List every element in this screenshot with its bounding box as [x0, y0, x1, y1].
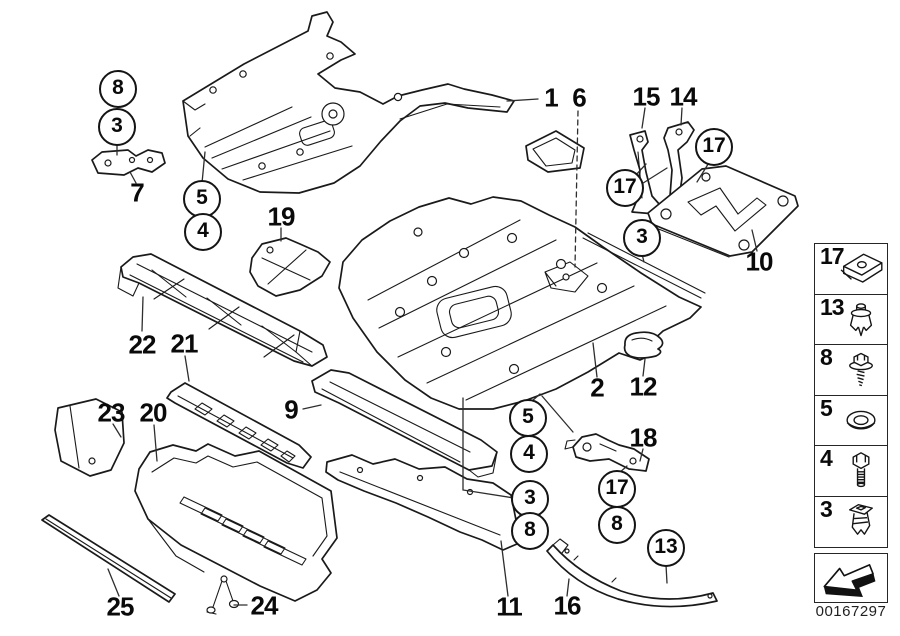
- part-22-drawing: [117, 253, 328, 367]
- legend-item-17: 17: [814, 243, 888, 295]
- legend-item-5: 5: [814, 394, 888, 447]
- legend-item-13: 13: [814, 293, 888, 346]
- fastener-legend: 17 13 8 5 4 3: [814, 243, 888, 548]
- hex-bolt-icon: [835, 447, 887, 495]
- legend-item-number: 5: [820, 394, 833, 421]
- legend-item-number: 8: [820, 344, 833, 370]
- legend-item-4: 4: [814, 445, 888, 497]
- part-19-drawing: [249, 237, 331, 297]
- legend-item-number: 3: [820, 495, 833, 522]
- part-1-drawing: [182, 11, 515, 194]
- part-15-drawing: [629, 130, 661, 215]
- part-25-drawing: [41, 514, 176, 603]
- legend-item-3: 3: [814, 495, 888, 548]
- direction-arrow-box: [814, 553, 888, 603]
- part-7-drawing: [91, 149, 166, 176]
- part-2-drawing: [338, 196, 706, 410]
- legend-item-number: 13: [820, 293, 845, 320]
- legend-item-number: 17: [820, 243, 845, 269]
- expanding-nut-icon: [835, 498, 887, 546]
- part-20-drawing: [134, 443, 338, 602]
- part-18-drawing: [564, 433, 650, 472]
- part-24-drawing: [206, 575, 240, 615]
- part-6-drawing: [525, 130, 585, 173]
- part-10-drawing: [647, 165, 799, 258]
- part-21-drawing: [166, 382, 312, 469]
- expanding-rivet-icon: [835, 296, 887, 344]
- part-11-drawing: [325, 454, 518, 551]
- screw-with-washer-icon: [835, 346, 887, 394]
- legend-item-8: 8: [814, 344, 888, 396]
- direction-arrow-icon: [815, 554, 886, 601]
- part-9-drawing: [311, 369, 498, 478]
- part-23-drawing: [54, 398, 125, 477]
- speed-nut-clip-icon: [835, 245, 887, 293]
- washer-icon: [835, 397, 887, 445]
- part-12-drawing: [623, 331, 664, 359]
- part-16-drawing: [546, 538, 718, 608]
- image-number: 00167297: [815, 603, 887, 620]
- legend-item-number: 4: [820, 445, 833, 471]
